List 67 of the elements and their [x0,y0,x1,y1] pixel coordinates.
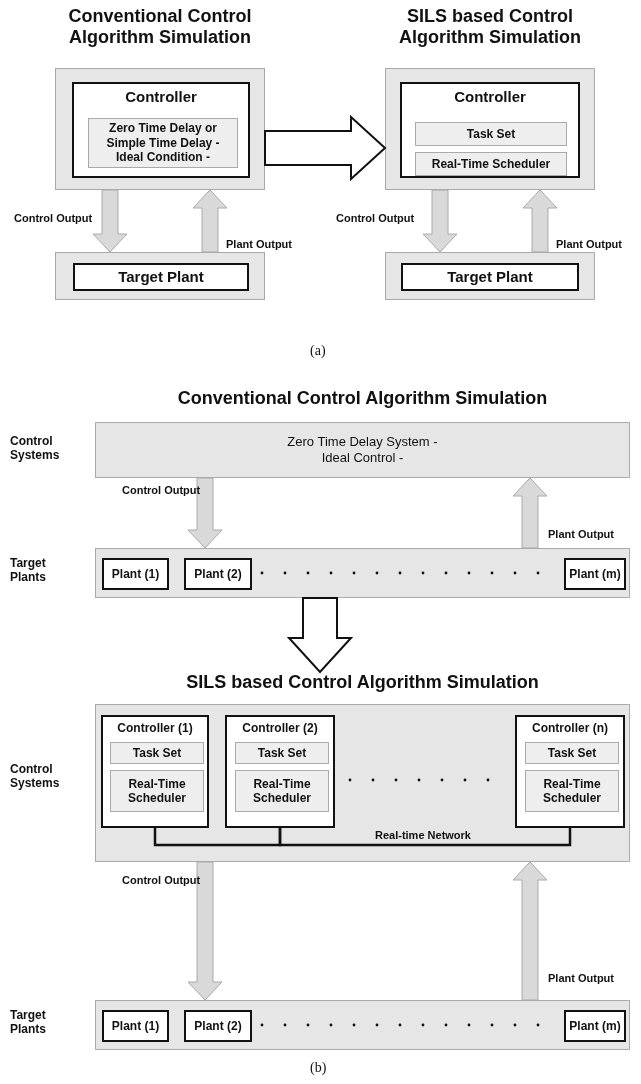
block-arrow [512,477,548,549]
edge-label: Control Output [122,484,201,496]
controller-block [72,82,250,178]
plant-block: Plant (2) [184,1010,252,1042]
network-line [153,828,282,847]
plant-block: Plant (2) [184,558,252,590]
side-label: Control Systems [10,762,61,790]
panel-text: Zero Time Delay System - Ideal Control - [286,434,439,467]
block-title: Controller [453,88,527,105]
edge-label: Plant Output [556,238,622,250]
block-arrow [522,189,558,253]
side-label: Target Plants [10,1008,47,1036]
block-arrow [187,861,223,1001]
block-title: Controller (2) [241,721,319,735]
block-title: Controller (1) [116,721,194,735]
panel [55,252,265,300]
panel [95,1000,630,1050]
sub-block: Task Set [415,122,567,146]
block-arrow [192,189,228,253]
section-heading: Conventional Control Algorithm Simulation [67,6,253,48]
edge-label: Plant Output [548,528,614,540]
section-heading: SILS based Control Algorithm Simulation [398,6,582,48]
sub-block: Real-Time Scheduler [415,152,567,176]
block-arrow [92,189,128,253]
network-line [278,828,572,847]
section-heading: SILS based Control Algorithm Simulation [185,672,540,693]
controller-block [225,715,335,828]
sub-block: Task Set [525,742,619,764]
edge-label: Plant Output [548,972,614,984]
panel [385,252,595,300]
block-title: Controller [124,88,198,105]
section [95,388,630,478]
plant-block: Plant (1) [102,558,169,590]
plant-block: Target Plant [401,263,579,291]
side-label: Target Plants [10,556,47,584]
edge-label: Control Output [336,212,415,224]
edge-label: Real-time Network [372,829,474,841]
plant-block: Plant (m) [564,1010,626,1042]
block-arrow [187,477,223,549]
section [95,672,630,862]
edge-label: Plant Output [226,238,292,250]
plant-block: Target Plant [73,263,249,291]
block-title: Controller (n) [531,721,609,735]
side-label: (a) [310,343,326,359]
side-label: Control Systems [10,434,61,462]
sub-block: Real-Time Scheduler [235,770,329,812]
plant-block: Plant (1) [102,1010,169,1042]
block-arrow [286,597,354,674]
block-arrow [264,114,387,182]
sub-block: Real-Time Scheduler [110,770,204,812]
sub-block: Real-Time Scheduler [525,770,619,812]
edge-label: Control Output [122,874,201,886]
sub-block: Zero Time Delay or Simple Time Delay - Ideal Condition - [88,118,238,168]
controller-block [101,715,209,828]
controller-block [400,82,580,178]
plant-block: Plant (m) [564,558,626,590]
section [385,6,595,190]
sub-block: Task Set [110,742,204,764]
section [55,6,265,190]
sub-block: Task Set [235,742,329,764]
section-heading: Conventional Control Algorithm Simulation [176,388,549,409]
controller-block [515,715,625,828]
block-arrow [422,189,458,253]
edge-label: Control Output [14,212,93,224]
panel [95,548,630,598]
side-label: (b) [310,1060,327,1076]
block-arrow [512,861,548,1001]
